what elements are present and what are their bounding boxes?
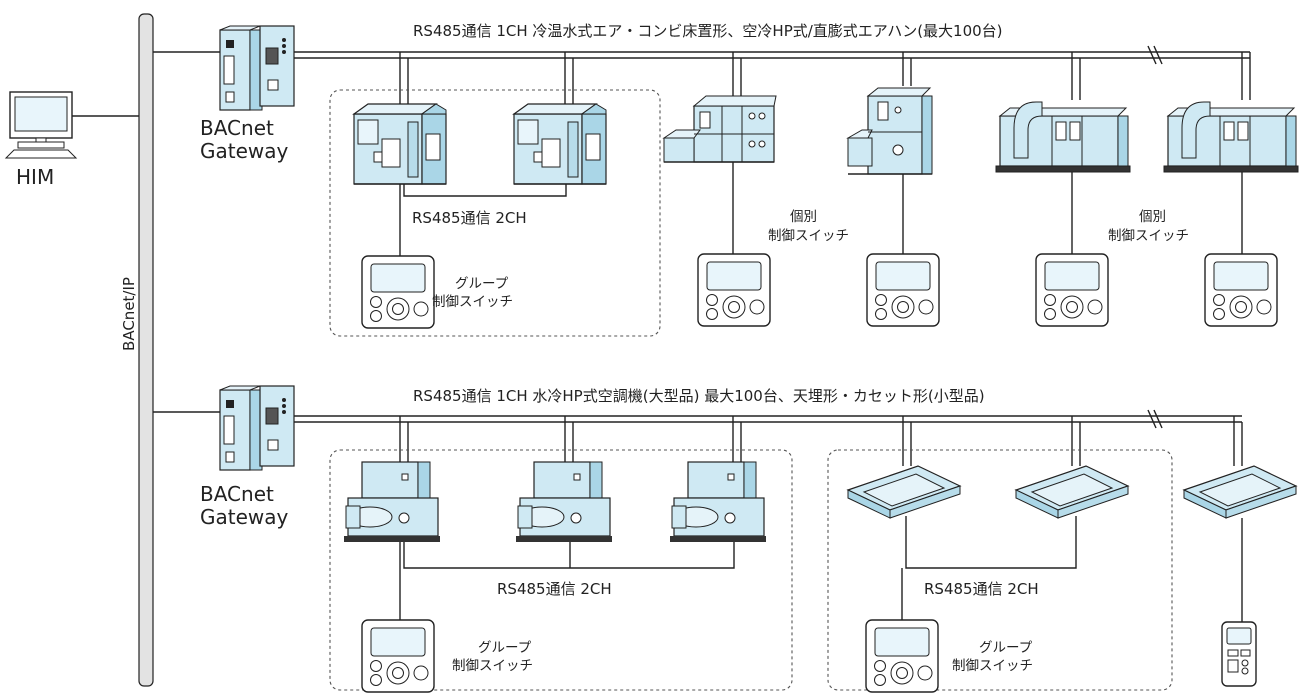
group-switch-bl-label-1: グループ — [478, 640, 532, 656]
group-switch-bl-label-2: 制御スイッチ — [452, 658, 533, 674]
cassette-unit-2-icon — [1015, 465, 1129, 519]
gateway-top-label-2: Gateway — [200, 139, 289, 163]
rs485-2ch-bottom-right-label: RS485通信 2CH — [924, 580, 1039, 598]
group-box-top — [329, 89, 661, 337]
gateway-bottom-label-1: BACnet — [200, 482, 274, 506]
gateway-top-icon — [219, 25, 295, 111]
hp-ahu-unit-2-icon — [1163, 101, 1299, 173]
him-label: HIM — [16, 165, 54, 189]
rs485-bus-top — [294, 45, 1251, 108]
combi-unit-2-icon — [513, 103, 607, 185]
indiv-switch-4-icon[interactable] — [1204, 253, 1278, 327]
indiv-switch-3-icon[interactable] — [1035, 253, 1109, 327]
ahu-unit-icon — [663, 95, 777, 163]
rs485-bus-bottom — [294, 409, 1243, 466]
rs485-2ch-bottom — [399, 516, 1243, 622]
wc-hp-unit-1-icon — [343, 461, 441, 543]
him-computer-icon — [5, 91, 77, 159]
gateway-bottom-label-2: Gateway — [200, 505, 289, 529]
group-switch-top-icon[interactable] — [361, 255, 435, 329]
indiv-switch-label-2a: 個別 — [1139, 209, 1166, 225]
group-box-bottom-left — [329, 449, 793, 691]
individual-switch-lines — [732, 162, 1243, 254]
wc-hp-unit-3-icon — [669, 461, 767, 543]
group-switch-br-label-1: グループ — [979, 640, 1033, 656]
group-switch-bottom-right-icon[interactable] — [865, 619, 939, 693]
vertical-ahu-unit-icon — [847, 87, 933, 175]
rs485-2ch-top — [399, 184, 567, 256]
indiv-switch-label-1b: 制御スイッチ — [768, 228, 849, 244]
rs485-2ch-bottom-left-label: RS485通信 2CH — [497, 580, 612, 598]
cassette-unit-3-icon — [1183, 465, 1297, 519]
group-switch-br-label-2: 制御スイッチ — [952, 658, 1033, 674]
bacnet-ip-backbone — [138, 13, 154, 687]
indiv-switch-2-icon[interactable] — [866, 253, 940, 327]
group-switch-top-label-1: グループ — [455, 276, 509, 292]
group-switch-top-label-2: 制御スイッチ — [432, 294, 513, 310]
wc-hp-unit-2-icon — [515, 461, 613, 543]
cassette-unit-1-icon — [847, 465, 961, 519]
indiv-switch-label-2b: 制御スイッチ — [1108, 228, 1189, 244]
combi-unit-1-icon — [353, 103, 447, 185]
indiv-switch-label-1a: 個別 — [790, 209, 817, 225]
hp-ahu-unit-1-icon — [995, 101, 1131, 173]
wireless-remote-icon[interactable] — [1221, 621, 1257, 687]
gateway-top-label-1: BACnet — [200, 116, 274, 140]
rs485-2ch-top-label: RS485通信 2CH — [412, 209, 527, 227]
group-box-bottom-right — [827, 449, 1173, 691]
gateway-bottom-icon — [219, 385, 295, 471]
bus-bottom-label: RS485通信 1CH 水冷HP式空調機(大型品) 最大100台、天埋形・カセッ… — [413, 387, 985, 405]
bus-top-label: RS485通信 1CH 冷温水式エア・コンビ床置形、空冷HP式/直膨式エアハン(… — [413, 22, 1003, 40]
group-switch-bottom-left-icon[interactable] — [361, 619, 435, 693]
indiv-switch-1-icon[interactable] — [697, 253, 771, 327]
backbone-label: BACnet/IP — [120, 277, 138, 351]
